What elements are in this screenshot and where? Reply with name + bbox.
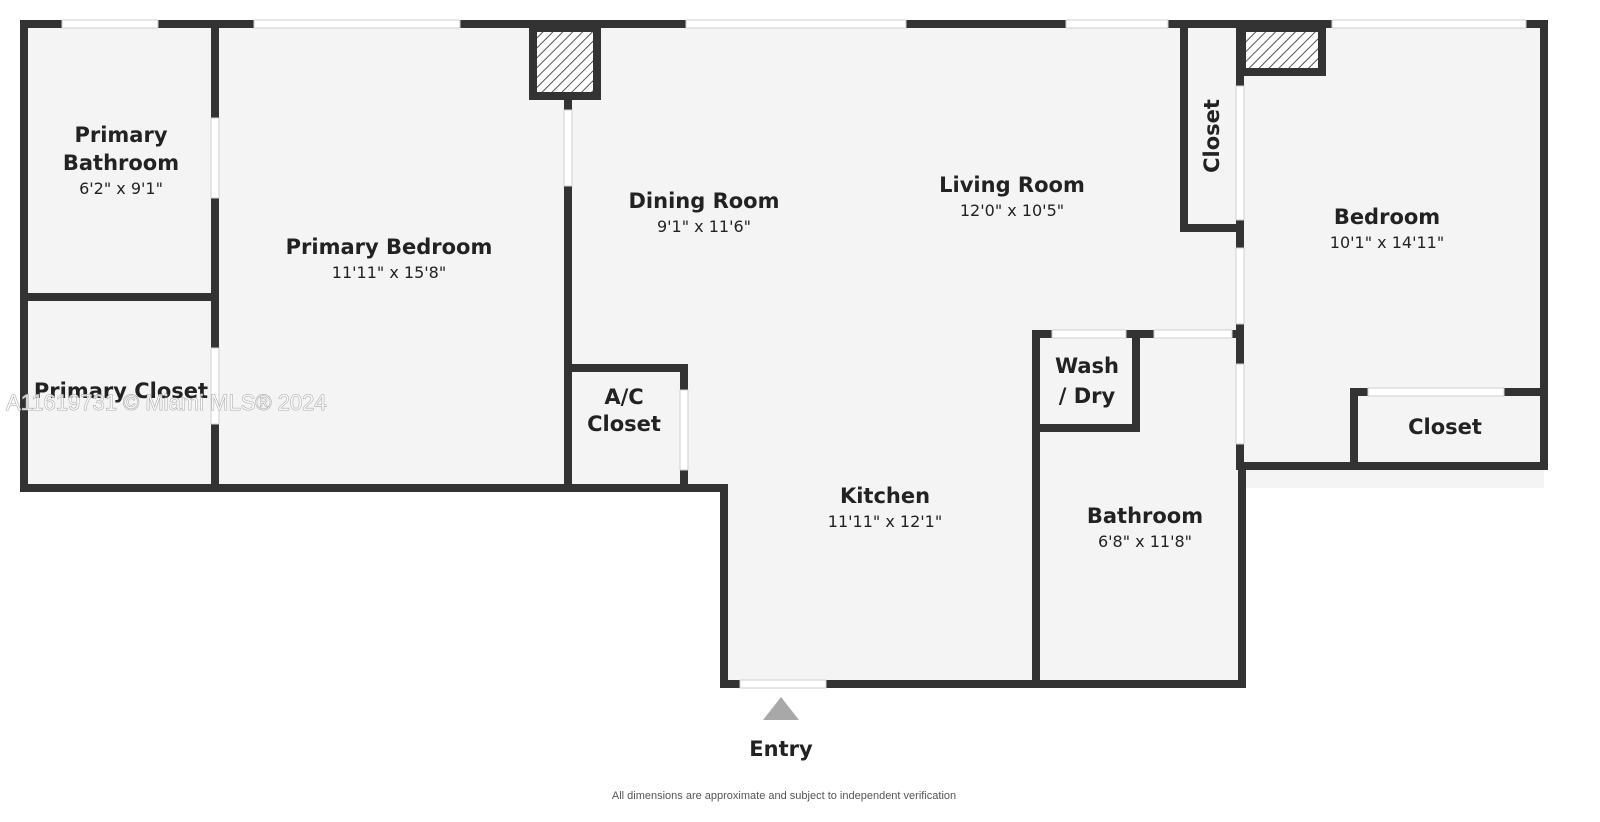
ac-closet-name-line1: A/C — [604, 385, 643, 409]
living-room-name: Living Room — [939, 173, 1085, 197]
main-floor — [24, 24, 1544, 488]
primary-bathroom-name-line1: Primary — [74, 123, 167, 147]
disclaimer-text: All dimensions are approximate and subje… — [612, 790, 956, 802]
window — [1065, 19, 1169, 29]
wash-dry-name-line1: Wash — [1055, 354, 1119, 378]
closet-upper-name: Closet — [1200, 99, 1224, 173]
door-opening — [1051, 329, 1127, 339]
window — [685, 19, 907, 29]
door-opening — [1235, 247, 1245, 325]
window — [1331, 19, 1527, 29]
bathroom-dims: 6'8" x 11'8" — [1098, 532, 1192, 551]
living-room-dims: 12'0" x 10'5" — [960, 201, 1064, 220]
kitchen-floor — [724, 486, 1242, 684]
bedroom-name: Bedroom — [1334, 205, 1440, 229]
window — [61, 19, 159, 29]
exterior-wall — [20, 20, 1548, 688]
column-hatched — [529, 24, 601, 100]
wall-upper-closet — [1180, 20, 1244, 232]
kitchen-name: Kitchen — [840, 484, 930, 508]
kitchen-dims: 11'11" x 12'1" — [828, 512, 942, 531]
mls-watermark: A11619731 © Miami MLS® 2024 — [6, 390, 327, 415]
ac-closet-name-line2: Closet — [587, 412, 661, 436]
door-opening — [679, 389, 689, 471]
window — [253, 19, 461, 29]
entry-door — [739, 679, 827, 689]
door-opening — [210, 117, 220, 199]
wash-dry-name-line2: / Dry — [1059, 384, 1116, 408]
primary-bedroom-name: Primary Bedroom — [286, 235, 493, 259]
floor-areas — [24, 24, 1544, 684]
primary-bathroom-name-line2: Bathroom — [63, 151, 179, 175]
openings — [61, 19, 1527, 689]
bathroom-name: Bathroom — [1087, 504, 1203, 528]
closet-lower-name: Closet — [1408, 415, 1482, 439]
dining-room-name: Dining Room — [629, 189, 780, 213]
primary-closet-name: Primary Closet — [34, 379, 208, 403]
primary-bathroom-dims: 6'2" x 9'1" — [79, 179, 163, 198]
ac-closet-floor — [570, 368, 686, 486]
wall-laundry-inner — [1032, 330, 1140, 432]
walls — [20, 20, 1548, 688]
columns — [529, 24, 1326, 100]
dining-room-dims: 9'1" x 11'6" — [657, 217, 751, 236]
door-opening — [210, 347, 220, 425]
door-opening — [563, 109, 573, 187]
room-labels: Primary Bathroom 6'2" x 9'1" Primary Clo… — [34, 99, 1482, 551]
entry-arrow-icon — [763, 697, 799, 720]
door-opening — [1235, 363, 1245, 445]
door-opening — [1153, 329, 1233, 339]
primary-bedroom-dims: 11'11" x 15'8" — [332, 263, 446, 282]
door-opening — [1235, 85, 1245, 221]
bedroom-dims: 10'1" x 14'11" — [1330, 233, 1444, 252]
entry-label: Entry — [749, 737, 813, 761]
column-hatched — [1238, 24, 1326, 76]
door-opening — [1367, 387, 1505, 397]
